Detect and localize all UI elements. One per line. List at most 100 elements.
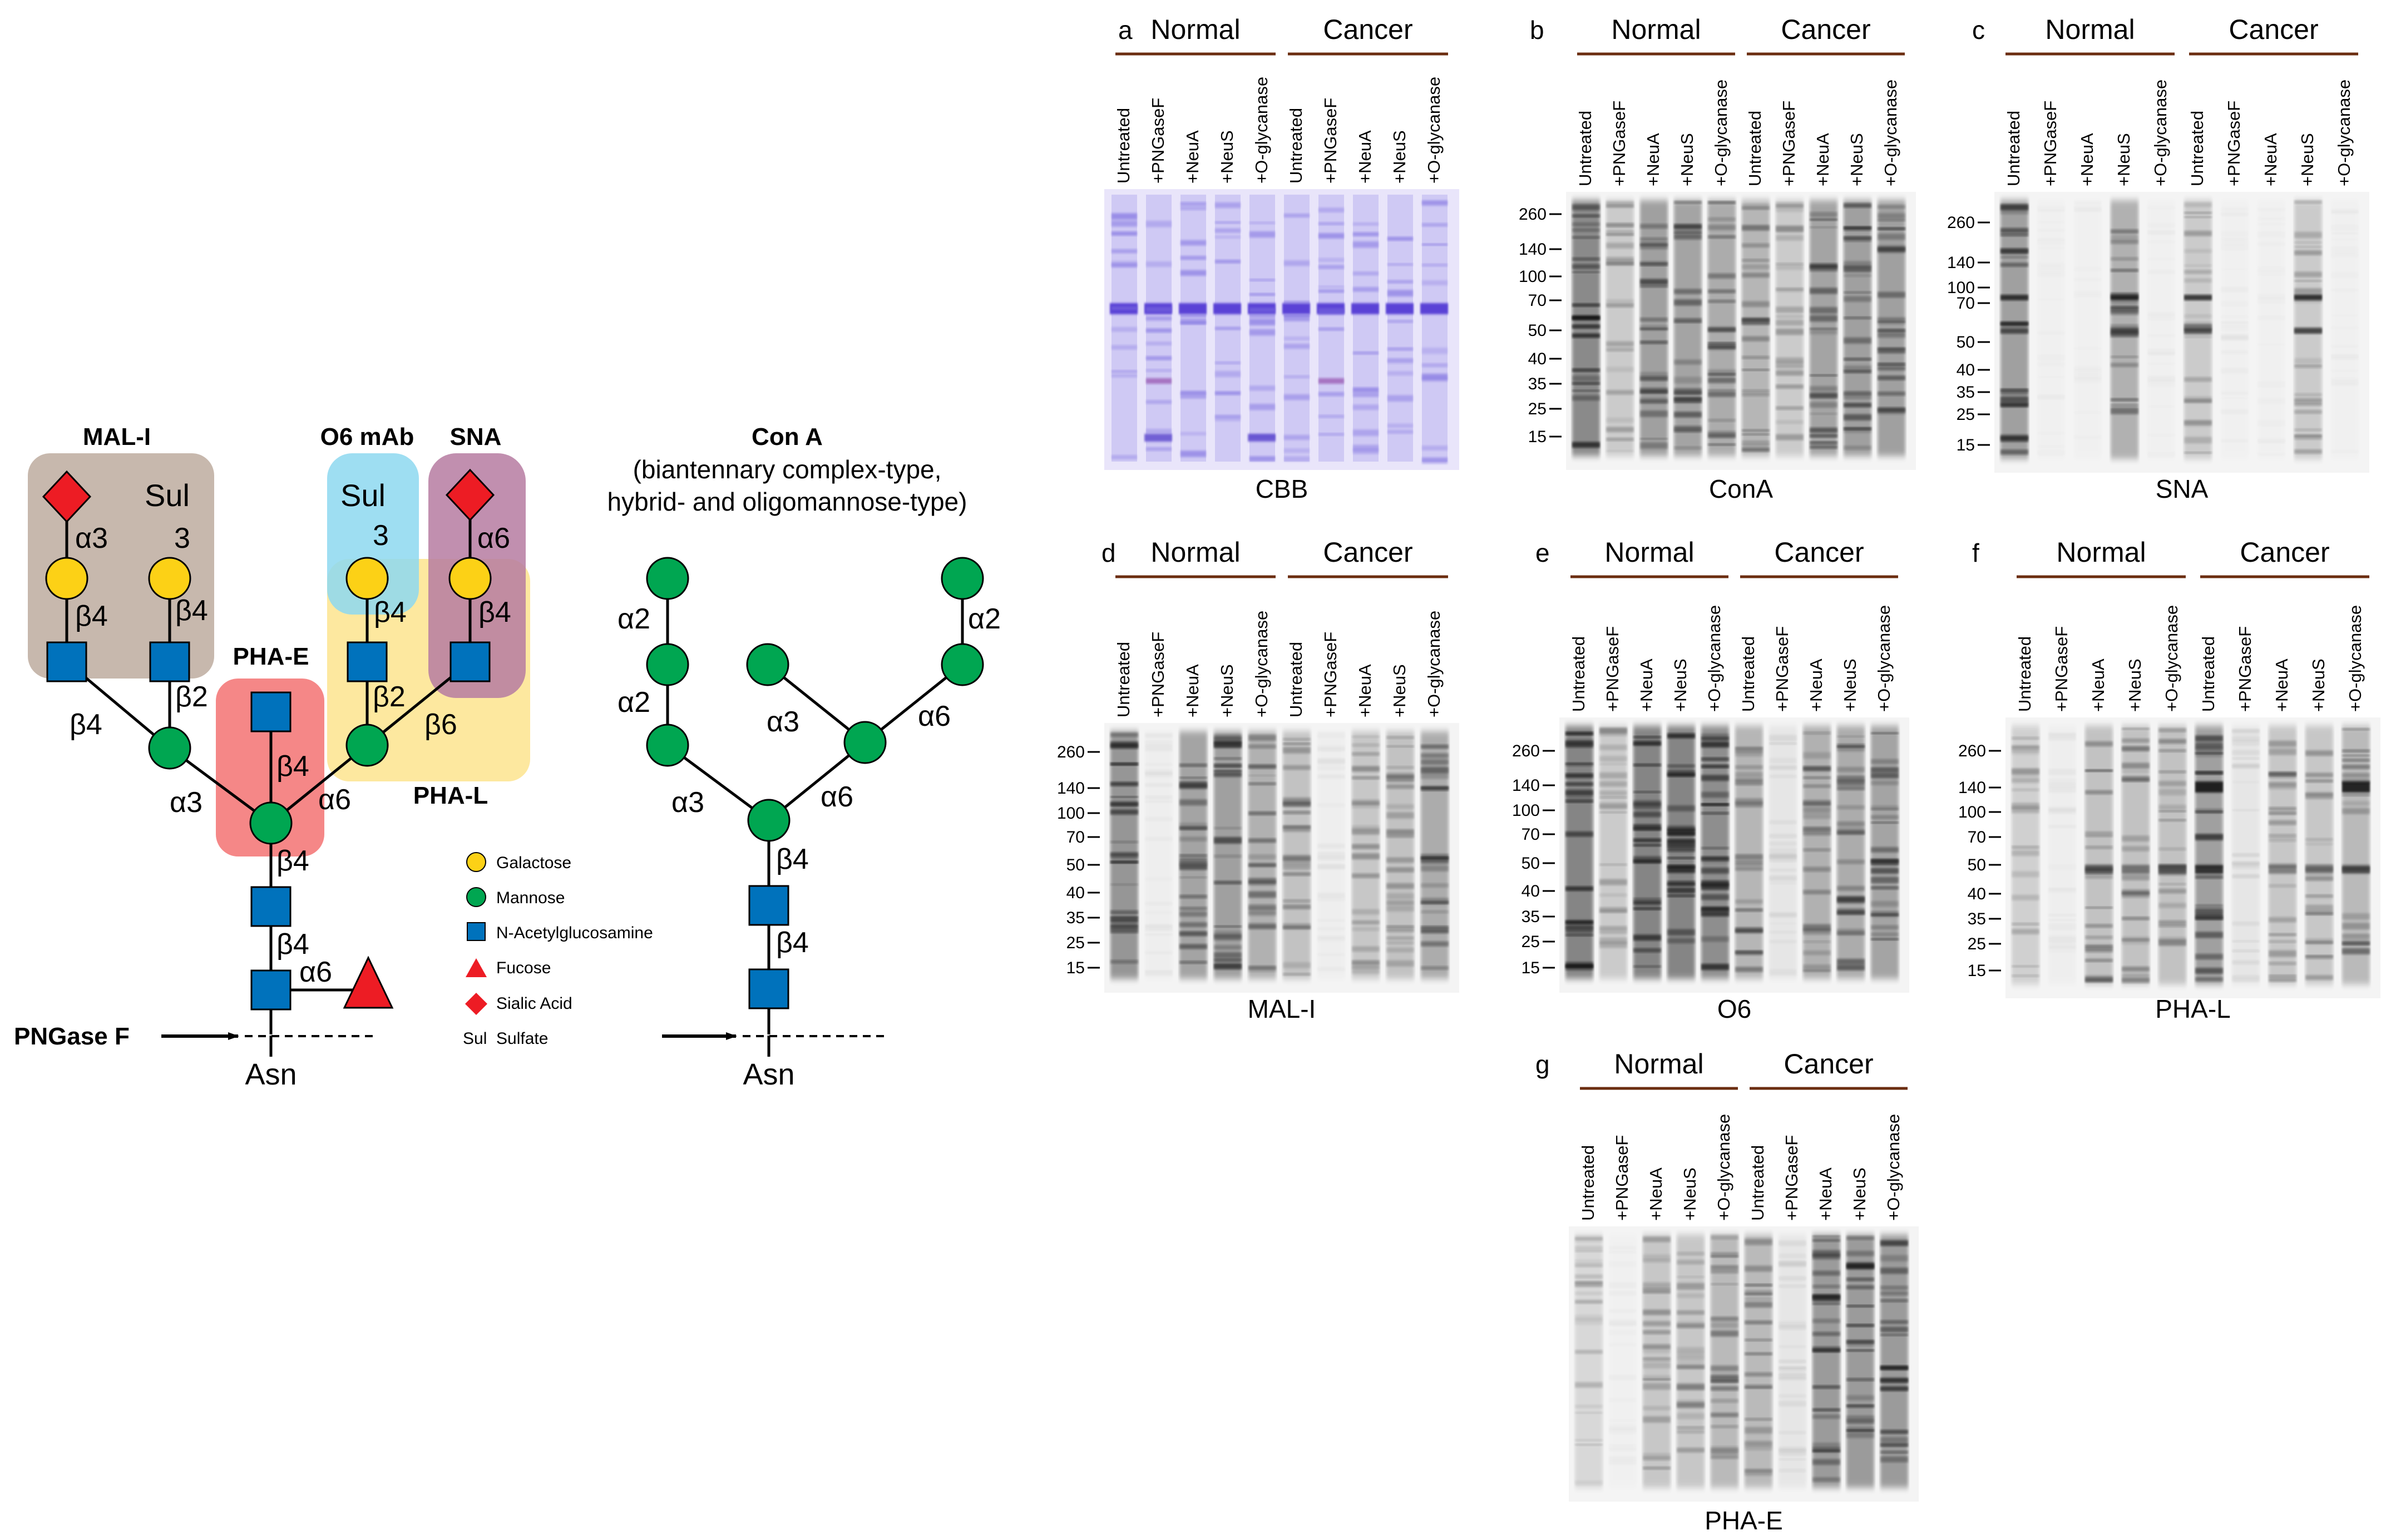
glcnac-branch-1: [46, 641, 87, 682]
sialic-acid-1: [42, 470, 92, 523]
mw-marker-label: 140: [1519, 240, 1547, 259]
blot-lane: [1677, 1235, 1705, 1488]
galactose-2: [148, 557, 191, 600]
lane-label: +O-glycanase: [2345, 605, 2365, 712]
blot-lane: [1565, 726, 1593, 979]
lane-label: +O-glycanase: [2334, 80, 2354, 186]
blot-lane: [1667, 726, 1695, 979]
fucose: [343, 955, 394, 1009]
blot-lane: [1837, 726, 1865, 979]
pngase-label: PNGase F: [14, 1023, 130, 1050]
blot-lane: [2305, 726, 2333, 984]
blot-lane: [1317, 731, 1345, 979]
mw-marker-label: 35: [1528, 375, 1547, 393]
glcnac-bisecting: [250, 691, 292, 732]
lane-label: Untreated: [1286, 108, 1306, 184]
mw-marker-label: 40: [1522, 882, 1540, 900]
con-a-asn-label: Asn: [743, 1058, 794, 1091]
blot-lane: [1420, 195, 1448, 464]
group-label-cancer: Cancer: [2240, 537, 2329, 568]
mw-marker-label: 260: [1519, 205, 1547, 224]
sulfate-legend-icon: Sul: [463, 1029, 487, 1048]
link-label: β4: [75, 600, 108, 632]
lane-label: +NeuS: [1671, 658, 1690, 712]
blot-lane: [1599, 726, 1627, 979]
group-label-normal: Normal: [1614, 1048, 1703, 1080]
lane-label: Untreated: [1578, 1145, 1598, 1221]
panel-caption: PHA-L: [2155, 994, 2230, 1023]
blot-lane: [1145, 731, 1173, 979]
mw-marker-label: 25: [1066, 934, 1085, 952]
blot-lane: [1812, 1235, 1840, 1488]
con-a-bonds: [666, 576, 964, 1034]
lane-label: +PNGaseF: [1772, 626, 1792, 712]
mw-marker-label: 25: [1957, 405, 1975, 424]
svg-text:α2: α2: [618, 686, 650, 719]
svg-text:α3: α3: [767, 706, 799, 738]
lane-label: Untreated: [2187, 111, 2207, 186]
blot-lane: [1386, 731, 1414, 979]
mw-marker-label: 70: [1528, 291, 1547, 310]
o6-mab-label: O6 mAb: [320, 423, 414, 450]
group-label-cancer: Cancer: [1323, 14, 1412, 45]
blot-lane: [1640, 200, 1668, 456]
blot-lane: [1179, 731, 1207, 979]
blot-lane: [1701, 726, 1729, 979]
group-label-normal: Normal: [1611, 14, 1701, 45]
link-label: α6: [318, 784, 351, 816]
blot-lane: [1776, 200, 1804, 456]
lane-label: +O-glycanase: [1874, 605, 1894, 712]
lane-label: +NeuS: [1217, 664, 1237, 717]
glcnac-branch-4: [449, 641, 491, 682]
group-label-cancer: Cancer: [1774, 537, 1864, 568]
glycan-diagram: α3 β4 3 β4 3 β4 α6 β4 β4 β2 β2 β6 β4 α3 …: [14, 423, 653, 1091]
link-label: α3: [75, 522, 108, 554]
blot-lane: [1575, 1235, 1603, 1488]
lane-label: +NeuS: [1390, 664, 1409, 717]
con-a-subtitle-2: hybrid- and oligomannose-type): [607, 487, 967, 516]
blot-lane: [1643, 1235, 1671, 1488]
galactose-legend-icon: [466, 852, 486, 872]
mw-marker-label: 140: [1958, 779, 1986, 797]
mw-marker-label: 70: [1066, 828, 1085, 846]
mw-marker-label: 50: [1528, 321, 1547, 340]
blot-lane: [1779, 1235, 1806, 1488]
panel-letter: e: [1535, 538, 1550, 567]
mw-marker-label: 35: [1066, 909, 1085, 927]
mw-marker-label: 100: [1958, 803, 1986, 821]
blot-lane: [1810, 200, 1837, 456]
blot-lane: [1248, 731, 1276, 979]
link-label: 3: [373, 519, 389, 552]
mw-marker-label: 15: [1957, 436, 1975, 454]
mw-marker-label: 25: [1968, 935, 1986, 953]
lane-label: +PNGaseF: [2224, 101, 2244, 186]
lane-label: +NeuA: [1183, 664, 1202, 717]
blot-lane: [1421, 731, 1449, 979]
panel-caption: MAL-I: [1248, 994, 1316, 1023]
svg-text:α6: α6: [821, 781, 853, 813]
link-label: 3: [174, 522, 190, 554]
blot-lane: [2257, 200, 2285, 459]
lane-label: +PNGaseF: [1321, 98, 1340, 184]
lane-label: Untreated: [2004, 111, 2023, 186]
lane-label: +NeuS: [1680, 1167, 1700, 1221]
mal-i-label: MAL-I: [83, 423, 151, 450]
lane-label: +PNGaseF: [1148, 98, 1168, 184]
con-a-subtitle-1: (biantennary complex-type,: [633, 455, 942, 484]
panel-letter: a: [1118, 16, 1133, 44]
blot-lane: [1674, 200, 1702, 456]
lane-label: +NeuA: [1355, 664, 1375, 717]
lane-label: Untreated: [1569, 636, 1588, 712]
lane-label: +NeuS: [1217, 130, 1237, 184]
mw-marker-label: 140: [1512, 776, 1540, 795]
glcnac-branch-2: [149, 641, 190, 682]
lane-label: +NeuS: [2309, 658, 2328, 712]
glcnac-branch-3: [347, 641, 388, 682]
blot-lane: [1878, 200, 1905, 456]
residue-legend: Galactose Mannose N-Acetylglucosamine Fu…: [463, 852, 653, 1048]
